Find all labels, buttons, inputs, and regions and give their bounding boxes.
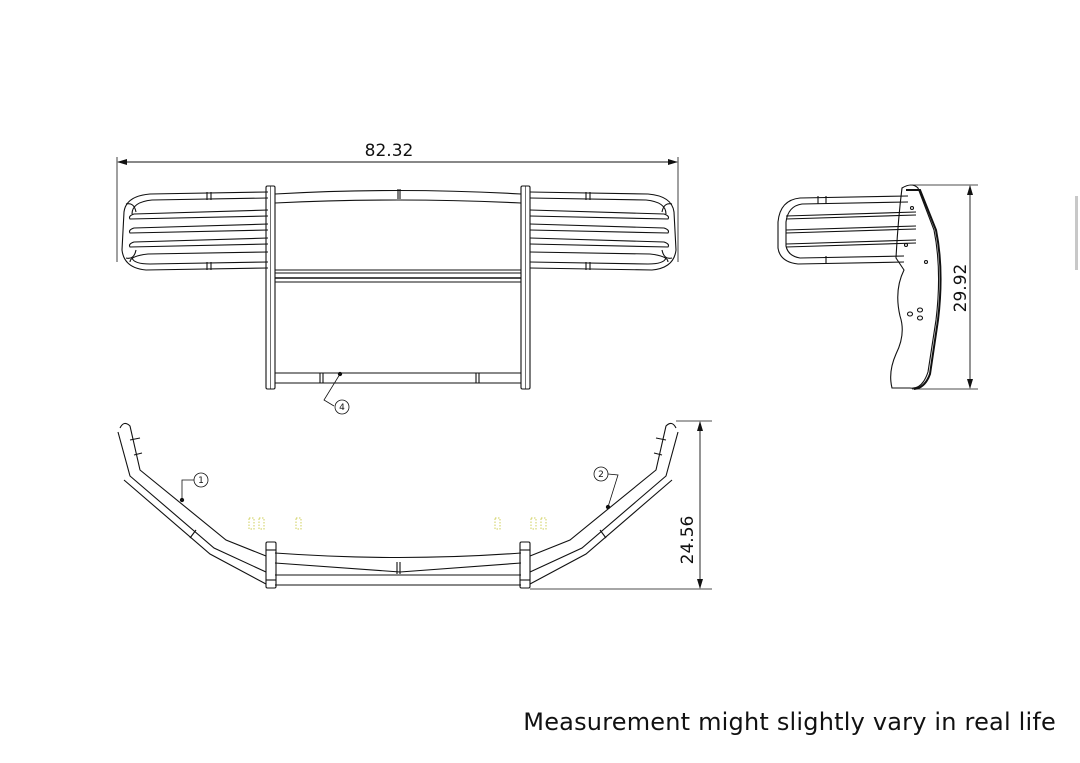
middle-crossbar [275,269,521,283]
top-right-arm [529,422,679,573]
side-mount-plate [890,184,940,389]
width-dimension-label: 82.32 [365,141,414,161]
front-view [116,157,679,415]
balloon-part-1 [179,472,209,503]
hidden-bolt-marks [248,517,547,530]
balloon-2-label: 2 [598,470,604,480]
balloon-part-2 [593,466,619,510]
side-outer-loop [777,195,909,265]
balloon-1-label: 1 [198,476,204,486]
balloon-part-4 [323,371,350,415]
top-view [117,420,712,590]
width-dimension [116,157,679,262]
height-dimension [912,184,978,390]
balloon-4-label: 4 [339,403,345,413]
side-view [777,184,978,390]
uprights [265,185,531,390]
right-wing-bars [529,191,677,271]
page-edge-mark [1075,196,1078,270]
height-dimension-label: 29.92 [951,264,971,313]
top-left-arm [117,422,267,573]
left-wing-bars [121,191,269,271]
measurement-disclaimer: Measurement might slightly vary in real … [523,708,1056,736]
bottom-bar [275,372,521,384]
depth-dimension [530,420,712,590]
depth-dimension-label: 24.56 [678,516,698,565]
